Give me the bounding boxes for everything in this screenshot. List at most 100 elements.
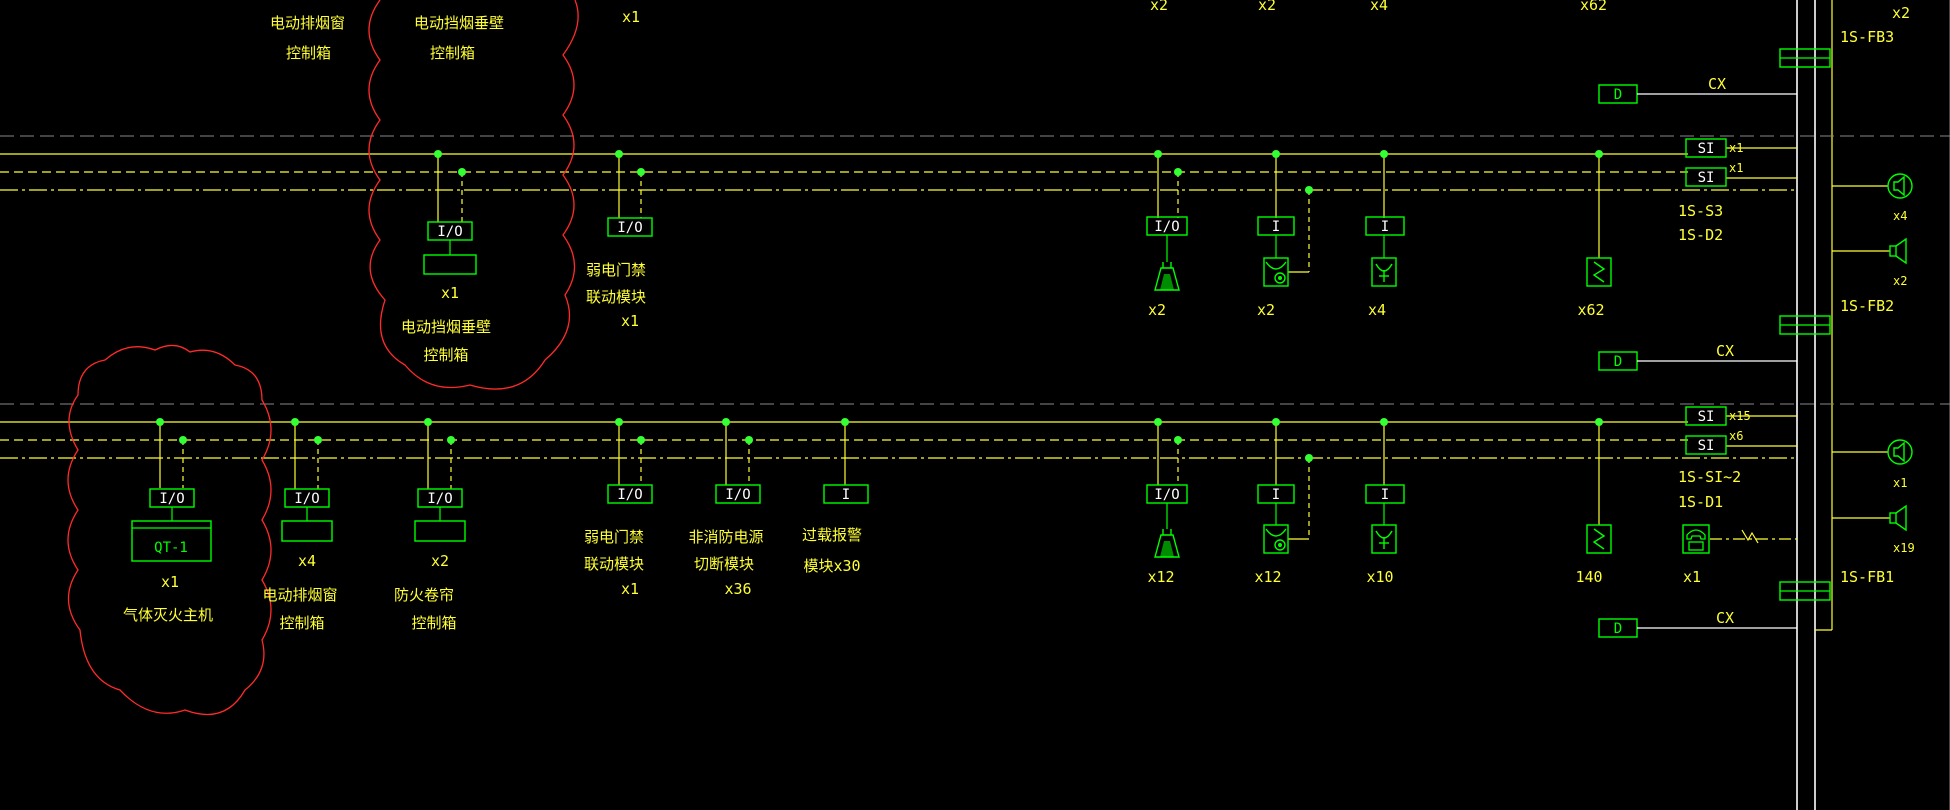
si-box: SI	[1698, 409, 1715, 425]
module-box: I	[1272, 487, 1280, 503]
module-qty: x1	[441, 284, 459, 302]
module-qty: x2	[1148, 301, 1166, 319]
module-qty: x12	[1254, 568, 1281, 586]
module-box: I/O	[159, 491, 184, 507]
sounder-icon	[1887, 439, 1913, 465]
gas-host-label: QT-1	[154, 540, 188, 556]
module-caption: 切断模块	[694, 555, 754, 573]
cx-label: CX	[1716, 342, 1734, 360]
module-qty: x12	[1147, 568, 1174, 586]
side-qty: x4	[1893, 209, 1907, 223]
module-qty: x62	[1577, 301, 1604, 319]
riser-floor-3: 1S-FB3 D CX	[1598, 28, 1894, 104]
pressure-switch-icon	[1263, 257, 1289, 287]
module-box: I/O	[617, 220, 642, 236]
d-box-label: D	[1614, 87, 1622, 103]
si-box: SI	[1698, 141, 1715, 157]
module-caption: 防火卷帘	[394, 586, 454, 604]
curtain-cabinet-label-top: 电动挡烟垂壁	[414, 14, 504, 32]
module-box: I/O	[437, 224, 462, 240]
module-caption: 弱电门禁	[584, 528, 644, 546]
pressure-switch-icon	[1263, 524, 1289, 554]
module-qty: x4	[1368, 301, 1386, 319]
module-caption: 控制箱	[279, 614, 324, 632]
si-box: SI	[1698, 438, 1715, 454]
module-box: I/O	[617, 487, 642, 503]
module-box: I	[842, 487, 850, 503]
module-caption: 气体灭火主机	[123, 606, 213, 624]
module-qty: x2	[431, 552, 449, 570]
si-qty: x1	[1729, 141, 1743, 155]
loop-label: 1S-D2	[1678, 226, 1723, 244]
side-qty: x19	[1893, 541, 1915, 555]
cx-label: CX	[1708, 75, 1726, 93]
revision-cloud-top	[368, 0, 579, 390]
fire-telephone-icon	[1682, 524, 1710, 554]
riser-column	[1796, 0, 1950, 810]
linear-detector-icon	[1586, 257, 1612, 287]
module-qty: x1	[621, 580, 639, 598]
module-qty: x1	[161, 573, 179, 591]
qty-label: x2	[1258, 0, 1276, 14]
qty-label: x1	[622, 8, 640, 26]
bus-lines-floor-1	[0, 415, 1797, 459]
sounder-icon	[1887, 173, 1913, 199]
module-qty: x1	[1683, 568, 1701, 586]
loop-label: 1S-SI~2	[1678, 468, 1741, 486]
speaker-icon	[1889, 238, 1907, 264]
si-qty: x15	[1729, 409, 1751, 423]
module-box: I	[1272, 219, 1280, 235]
module-box: I/O	[1154, 219, 1179, 235]
module-box: I	[1381, 487, 1389, 503]
module-qty: x36	[724, 580, 751, 598]
fire-damper-icon	[1154, 261, 1180, 291]
module-qty: 140	[1575, 568, 1602, 586]
module-caption: 电动排烟窗	[262, 586, 337, 604]
si-box: SI	[1698, 170, 1715, 186]
side-qty: x2	[1893, 274, 1907, 288]
loop-label: 1S-S3	[1678, 202, 1723, 220]
module-caption: 电动挡烟垂壁	[401, 318, 491, 336]
linear-detector-icon	[1586, 524, 1612, 554]
curtain-cabinet-label-bottom: 控制箱	[430, 44, 475, 62]
module-qty: x4	[298, 552, 316, 570]
vent-cabinet-label-top: 电动排烟窗	[270, 14, 345, 32]
water-flow-icon	[1371, 524, 1397, 554]
speaker-icon	[1889, 505, 1907, 531]
module-caption: 联动模块	[584, 555, 644, 573]
vent-cabinet-label-bottom: 控制箱	[286, 44, 331, 62]
si-qty: x1	[1729, 161, 1743, 175]
module-caption: 控制箱	[411, 614, 456, 632]
qty-label: x2	[1150, 0, 1168, 14]
module-qty: x1	[621, 312, 639, 330]
loop-label: 1S-D1	[1678, 493, 1723, 511]
floor-1-modules: I/O QT-1 x1 气体灭火主机 I/O x4 电动排烟窗 控制箱 I/O …	[123, 418, 1710, 632]
qty-label: x2	[1892, 4, 1910, 22]
floor-divider-lines	[0, 135, 1950, 405]
side-qty: x1	[1893, 476, 1907, 490]
riser-floor-2: 1S-FB2 D CX SI SI x1 x1 1S-S3 1S-D2 x4 x…	[1598, 138, 1913, 371]
riser-label: 1S-FB1	[1840, 568, 1894, 586]
d-box-label: D	[1614, 621, 1622, 637]
bus-lines-floor-2	[0, 147, 1797, 191]
module-caption: 非消防电源	[688, 528, 763, 546]
module-caption: 控制箱	[423, 346, 468, 364]
module-box: I/O	[725, 487, 750, 503]
cx-label: CX	[1716, 609, 1734, 627]
module-box: I/O	[427, 491, 452, 507]
module-box: I	[1381, 219, 1389, 235]
floor-2-modules: I/O x1 电动挡烟垂壁 控制箱 I/O 弱电门禁 联动模块 x1 I/O x…	[401, 150, 1612, 364]
fire-damper-icon	[1154, 528, 1180, 558]
top-partial-labels: 电动排烟窗 控制箱 电动挡烟垂壁 控制箱 x1 x2 x2 x4 x62 x2	[270, 0, 1910, 62]
si-qty: x6	[1729, 429, 1743, 443]
module-qty: x2	[1257, 301, 1275, 319]
qty-label: x62	[1580, 0, 1607, 14]
module-qty: x10	[1366, 568, 1393, 586]
revision-cloud-bottom	[67, 344, 272, 716]
module-box: I/O	[1154, 487, 1179, 503]
module-caption: 联动模块	[586, 288, 646, 306]
water-flow-icon	[1371, 257, 1397, 287]
qty-label: x4	[1370, 0, 1388, 14]
module-caption: 模块x30	[803, 557, 860, 575]
